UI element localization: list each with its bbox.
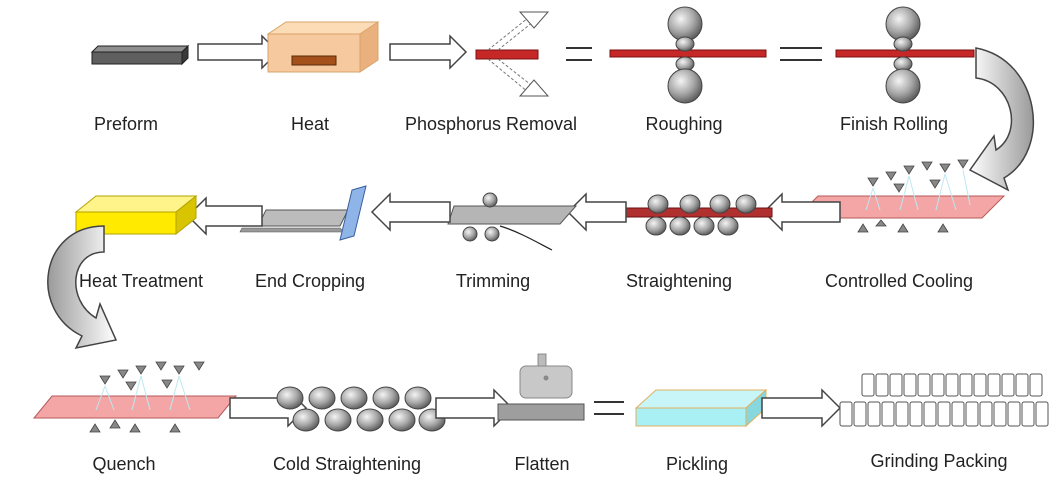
label-heat: Heat	[291, 114, 329, 134]
grinding-packing-graphic	[839, 373, 1049, 427]
arrow-pickling-to-grinding	[761, 388, 842, 428]
roughing-top-backup-roll-icon	[675, 36, 695, 52]
label-flatten: Flatten	[514, 454, 569, 474]
label-roughing: Roughing	[645, 114, 722, 134]
shear-blade-icon	[339, 185, 367, 241]
label-controlled-cooling: Controlled Cooling	[825, 271, 973, 291]
furnace-side	[359, 21, 379, 73]
quench-pad	[32, 395, 238, 419]
cooling-water-sprays	[865, 169, 971, 211]
arrow-preform-to-heat	[197, 34, 280, 70]
quench-graphic	[32, 361, 238, 433]
label-trimming: Trimming	[456, 271, 530, 291]
flatten-plate	[497, 403, 585, 421]
heat-treat-side	[175, 194, 197, 236]
label-end-cropping: End Cropping	[255, 271, 365, 291]
stacked-plates-bottom-row	[839, 401, 1049, 427]
cold-straightening-graphic	[276, 386, 446, 432]
furnace-front	[267, 33, 361, 73]
trimming-plate	[447, 205, 578, 225]
cropped-plate	[257, 209, 349, 227]
trim-scrap-curve	[499, 225, 553, 251]
pickling-top	[634, 389, 768, 409]
label-phosphorus-removal: Phosphorus Removal	[405, 114, 577, 134]
label-heat-treatment: Heat Treatment	[79, 271, 203, 291]
cooling-nozzles-top	[867, 159, 969, 193]
finish-top-backup-roll-icon	[893, 36, 913, 52]
label-cold-straightening: Cold Straightening	[273, 454, 421, 474]
finish-rolling-graphic	[835, 6, 975, 104]
cold-straightening-rolls	[276, 386, 446, 432]
straightening-graphic	[625, 194, 773, 236]
roughing-top-roll-icon	[667, 6, 703, 42]
finish-bottom-roll-icon	[885, 68, 921, 104]
cooling-nozzles-bottom	[857, 219, 949, 233]
pickling-front	[635, 407, 747, 427]
trimming-graphic	[447, 192, 578, 251]
phosphorus-removal-graphic	[475, 11, 550, 97]
curved-arrow-right	[968, 47, 1035, 192]
end-cropping-graphic	[239, 185, 367, 241]
curved-arrow-left	[47, 225, 118, 350]
quench-water-sprays	[95, 375, 191, 411]
label-pickling: Pickling	[666, 454, 728, 474]
label-quench: Quench	[92, 454, 155, 474]
straightening-rolls	[645, 194, 757, 236]
controlled-cooling-graphic	[794, 159, 1006, 233]
trimmer-top-disc-icon	[482, 192, 498, 208]
heat-furnace-graphic	[266, 21, 380, 73]
heated-billet	[291, 55, 337, 66]
equals-connector	[566, 47, 592, 61]
equals-connector	[594, 401, 624, 415]
roughing-mill-graphic	[609, 6, 767, 104]
equals-connector	[780, 47, 822, 61]
stacked-plates-top-row	[861, 373, 1043, 397]
furnace-top	[266, 21, 380, 35]
arrow-heat-to-phosphorus	[389, 34, 468, 70]
quench-nozzles-top	[99, 361, 205, 391]
spray-nozzle-bottom-icon	[518, 79, 550, 97]
preform-billet-top	[90, 45, 190, 53]
finish-top-roll-icon	[885, 6, 921, 42]
quench-nozzles-bottom	[89, 419, 181, 433]
arrow-trimming-to-cropping	[370, 192, 451, 232]
preform-graphic	[90, 44, 190, 66]
label-straightening: Straightening	[626, 271, 732, 291]
label-finish-rolling: Finish Rolling	[840, 114, 948, 134]
press-head	[519, 365, 573, 399]
flatten-press-graphic	[497, 353, 585, 421]
label-preform: Preform	[94, 114, 158, 134]
pickling-tank-graphic	[634, 388, 768, 428]
trimmer-bottom-disc-icon	[462, 226, 478, 242]
heat-treat-top	[74, 195, 198, 213]
label-grinding-packing: Grinding Packing	[870, 451, 1007, 471]
preform-billet	[91, 51, 183, 65]
arrow-straightening-to-trimming	[566, 192, 627, 232]
preform-billet-side	[181, 44, 189, 66]
descaled-strip	[475, 49, 539, 60]
spray-nozzle-top-icon	[518, 11, 550, 29]
arrow-cooling-to-straightening	[762, 192, 841, 232]
arrow-cropping-to-heattreat	[186, 196, 263, 236]
roughing-bottom-roll-icon	[667, 68, 703, 104]
